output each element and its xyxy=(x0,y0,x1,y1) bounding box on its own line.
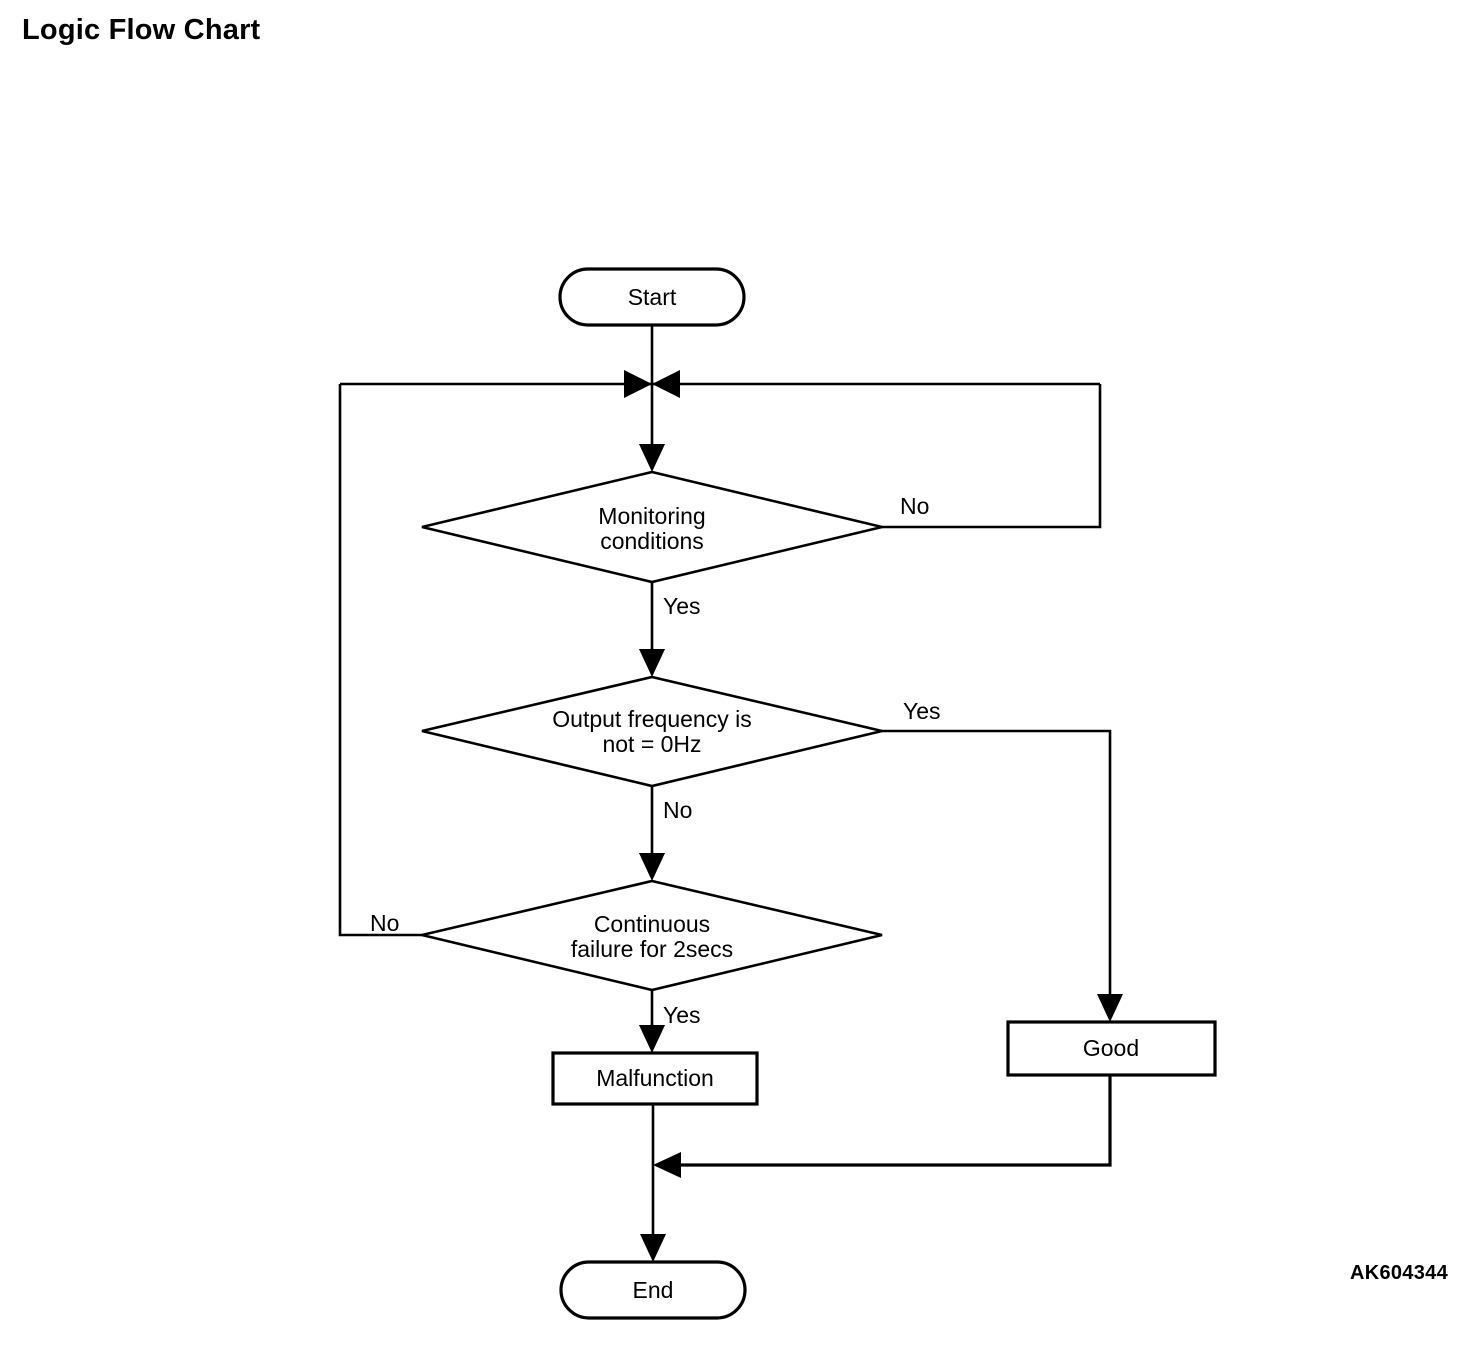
end-label: End xyxy=(633,1277,674,1303)
edge-label-continuous-no: No xyxy=(370,910,399,936)
edge-label-monitoring-yes: Yes xyxy=(663,593,701,619)
node-good: Good xyxy=(1006,1020,1217,1077)
arrowhead-to-malfunction xyxy=(639,1025,665,1053)
frequency-label-line2: not = 0Hz xyxy=(602,731,701,757)
edge-label-frequency-yes: Yes xyxy=(903,698,941,724)
edge-continuous-yes: Yes xyxy=(639,990,701,1053)
node-output-frequency: Output frequency is not = 0Hz xyxy=(421,675,883,788)
figure-code: AK604344 xyxy=(1349,1262,1448,1284)
edge-good-to-merge-path xyxy=(667,1075,1112,1167)
edge-frequency-yes-path xyxy=(882,729,1112,1008)
edge-monitoring-no: No xyxy=(882,384,1102,529)
start-label: Start xyxy=(628,284,677,310)
frequency-label-line1: Output frequency is xyxy=(552,706,751,732)
good-label: Good xyxy=(1083,1035,1139,1061)
edge-label-monitoring-no: No xyxy=(900,493,929,519)
node-malfunction: Malfunction xyxy=(551,1051,759,1106)
edge-monitoring-no-path xyxy=(882,384,1102,529)
arrowhead-to-continuous xyxy=(639,853,665,881)
edge-continuous-no-path xyxy=(338,384,422,937)
node-continuous-failure: Continuous failure for 2secs xyxy=(421,879,883,992)
edge-label-frequency-no: No xyxy=(663,797,692,823)
arrowhead-to-end xyxy=(640,1234,666,1262)
edge-continuous-no: No xyxy=(338,384,422,937)
continuous-label-line2: failure for 2secs xyxy=(571,936,733,962)
edge-good-to-merge xyxy=(653,1075,1112,1178)
monitoring-label-line1: Monitoring xyxy=(598,503,705,529)
node-start: Start xyxy=(558,267,746,327)
arrowhead-to-monitoring xyxy=(639,444,665,472)
edge-label-continuous-yes: Yes xyxy=(663,1002,701,1028)
arrowhead-from-left xyxy=(624,370,652,398)
edge-frequency-no: No xyxy=(639,786,692,881)
end-shape xyxy=(559,1260,747,1320)
arrowhead-to-bottom-merge xyxy=(653,1152,681,1178)
node-end: End xyxy=(559,1260,747,1320)
edge-frequency-yes: Yes xyxy=(882,698,1123,1022)
good-shape xyxy=(1006,1020,1217,1077)
page-title: Logic Flow Chart xyxy=(22,14,261,46)
malfunction-label: Malfunction xyxy=(596,1065,714,1091)
arrowhead-from-right xyxy=(652,370,680,398)
edge-monitoring-yes: Yes xyxy=(639,582,701,677)
arrowhead-to-frequency xyxy=(639,649,665,677)
malfunction-shape xyxy=(551,1051,759,1106)
continuous-label-line1: Continuous xyxy=(594,911,710,937)
arrowhead-to-good xyxy=(1097,994,1123,1022)
monitoring-label-line2: conditions xyxy=(600,528,704,554)
node-monitoring-conditions: Monitoring conditions xyxy=(421,470,883,584)
merge-junction-top xyxy=(340,370,1100,398)
